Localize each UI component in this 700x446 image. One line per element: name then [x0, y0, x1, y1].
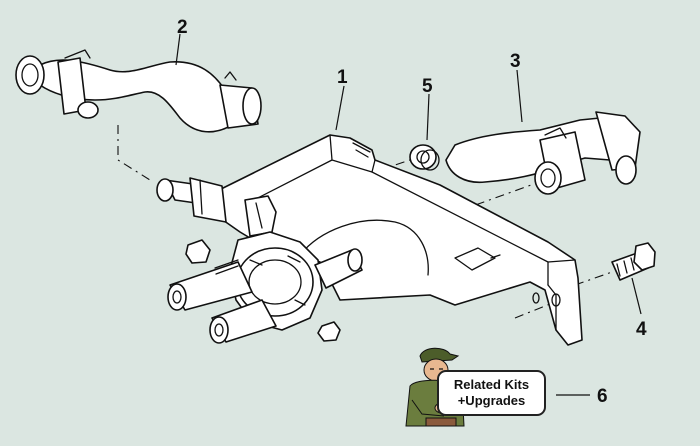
callout-5: 5	[422, 76, 433, 97]
callout-3: 3	[510, 51, 521, 72]
callout-4: 4	[636, 319, 647, 340]
leader-lines	[175, 33, 642, 396]
grommet-part-5	[409, 144, 440, 171]
callout-6: 6	[597, 386, 608, 407]
upgrades-text: +Upgrades	[457, 393, 526, 408]
bolt-part-4	[611, 242, 656, 281]
callout-2: 2	[177, 17, 188, 38]
coolant-valve-assembly	[156, 177, 363, 344]
related-kits-label[interactable]: Related Kits +Upgrades	[437, 370, 546, 416]
related-kits-text: Related Kits	[453, 377, 530, 392]
callout-1: 1	[337, 67, 348, 88]
mounting-bracket-part	[214, 134, 583, 346]
hose-part-2	[15, 49, 262, 133]
related-kits-button[interactable]: Related Kits +Upgrades	[392, 342, 556, 428]
hose-part-3	[445, 111, 641, 195]
